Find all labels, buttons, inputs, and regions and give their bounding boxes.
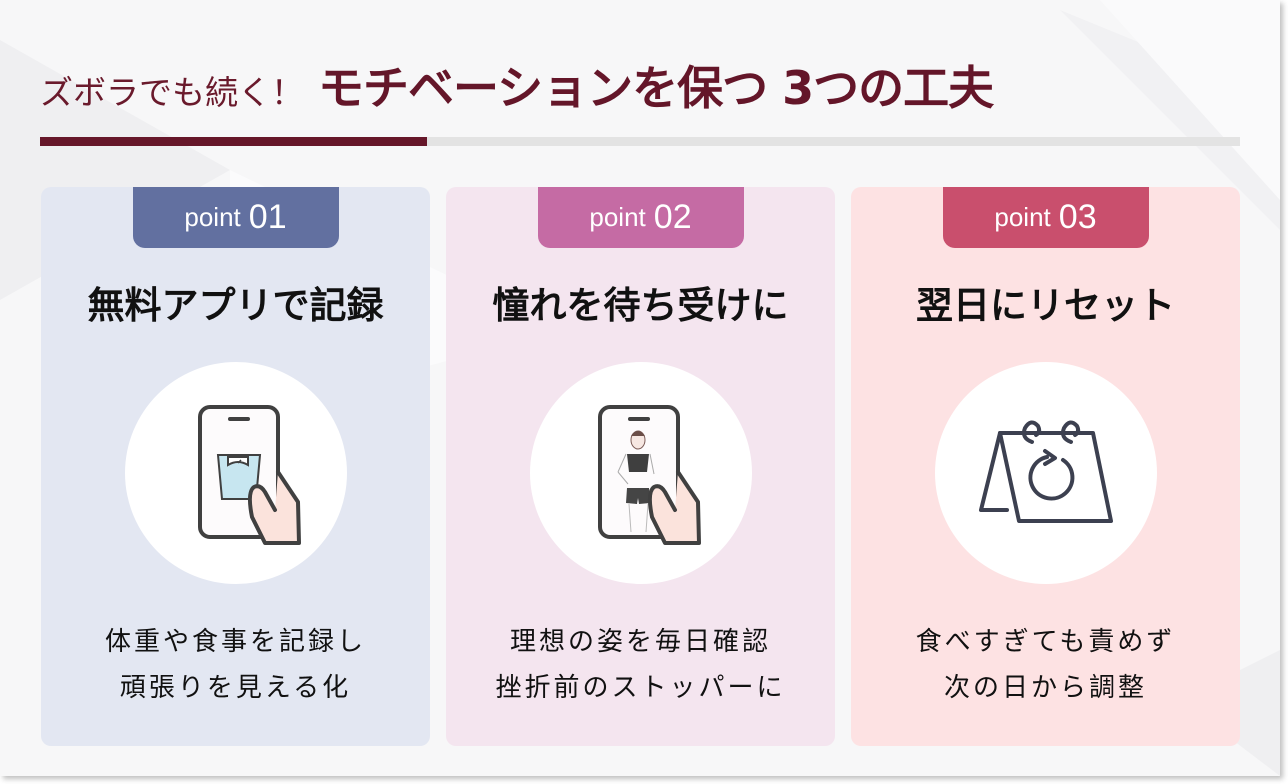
card-description: 理想の姿を毎日確認 挫折前のストッパーに	[446, 619, 835, 711]
description-line-2: 頑張りを見える化	[119, 673, 352, 703]
icon-circle	[934, 362, 1157, 584]
point-badge: point 03	[942, 187, 1149, 248]
point-card-01: point 01 無料アプリで記録 体重や食事を記録し 頑張りを見える化	[41, 187, 430, 746]
badge-label: point	[184, 202, 241, 232]
card-title: 無料アプリで記録	[87, 284, 384, 327]
point-badge: point 02	[537, 187, 744, 248]
badge-number: 02	[653, 198, 692, 236]
point-badge: point 01	[132, 187, 339, 248]
point-card-03: point 03 翌日にリセット 食べすぎても責めず 次の日から調整	[851, 187, 1240, 746]
badge-label: point	[994, 202, 1051, 232]
card-description: 体重や食事を記録し 頑張りを見える化	[41, 619, 430, 711]
badge-label: point	[589, 202, 646, 232]
description-line-2: 次の日から調整	[943, 673, 1147, 703]
point-card-02: point 02 憧れを待ち受けに 理想の姿を毎日確認	[446, 187, 835, 746]
phone-model-wallpaper-icon	[597, 405, 701, 545]
card-title: 憧れを待ち受けに	[492, 284, 789, 327]
title-main: モチベーションを保つ 3つの工夫	[318, 61, 994, 115]
card-title: 翌日にリセット	[916, 284, 1175, 327]
card-description: 食べすぎても責めず 次の日から調整	[851, 619, 1240, 711]
badge-number: 03	[1058, 198, 1097, 236]
icon-circle	[124, 362, 347, 584]
title-underline-track	[40, 137, 1240, 146]
title-prefix: ズボラでも続く！	[40, 73, 304, 112]
phone-scale-icon	[197, 405, 301, 545]
description-line-2: 挫折前のストッパーに	[495, 673, 786, 703]
title-underline-accent	[40, 137, 427, 146]
description-line-1: 体重や食事を記録し	[104, 627, 366, 657]
description-line-1: 理想の姿を毎日確認	[509, 627, 771, 657]
page-title: ズボラでも続く！ モチベーションを保つ 3つの工夫	[40, 52, 994, 122]
description-line-1: 食べすぎても責めず	[915, 627, 1176, 657]
badge-number: 01	[248, 198, 287, 236]
icon-circle	[529, 362, 752, 584]
calendar-reset-icon	[978, 420, 1113, 523]
